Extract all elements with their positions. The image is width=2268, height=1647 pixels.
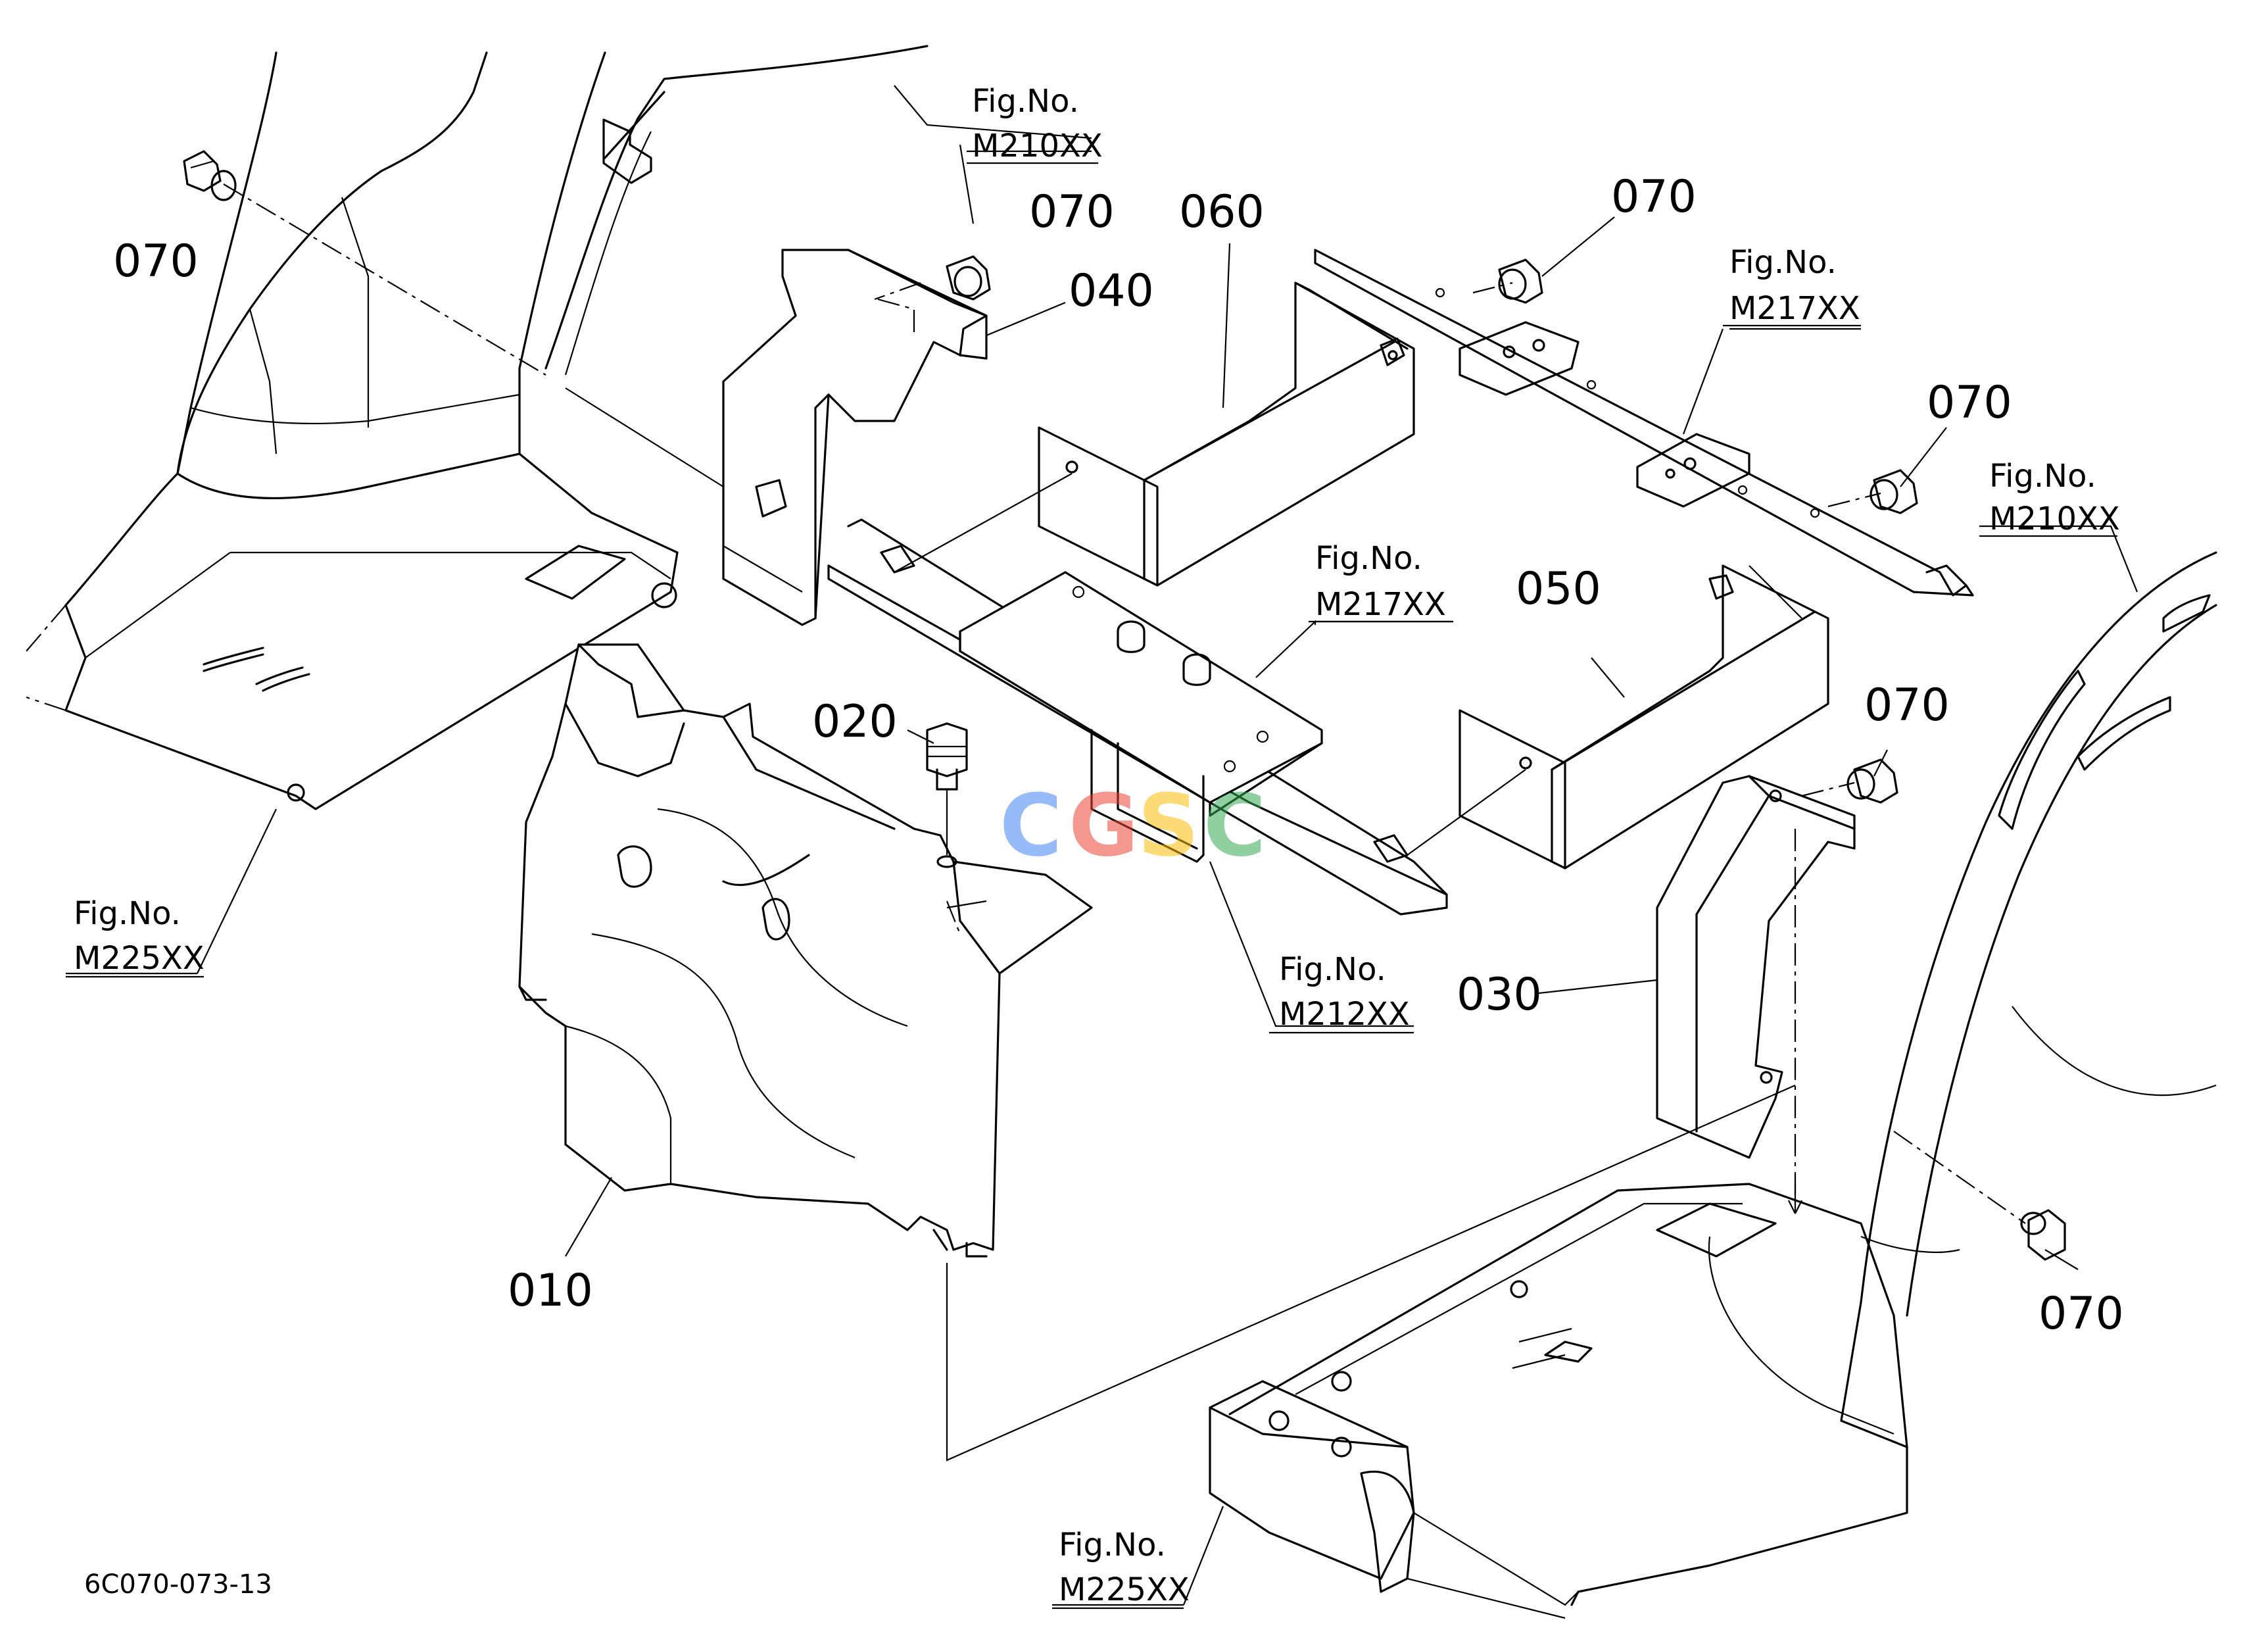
drawing-code: 6C070-073-13 — [84, 1569, 272, 1600]
watermark-letter-4: C — [1203, 775, 1266, 875]
part-number-labels: 070 070 070 070 070 070 060 040 050 020 … — [113, 171, 2124, 1340]
left-fender — [176, 45, 929, 500]
label-030: 030 — [1457, 969, 1542, 1021]
label-040: 040 — [1069, 265, 1154, 317]
label-070-e: 070 — [1864, 679, 1950, 731]
watermark-letter-3: S — [1138, 775, 1199, 875]
figref-m217-center-line2: M217XX — [1315, 586, 1446, 623]
right-fender — [1840, 551, 2217, 1448]
assembly-centerlines — [223, 184, 2026, 1224]
left-floor-plate — [26, 453, 679, 810]
label-070-a: 070 — [113, 235, 199, 287]
part-050-tray — [1459, 564, 1829, 870]
bolt-070-c — [1498, 258, 1543, 304]
center-plate — [827, 518, 1448, 916]
figref-m217-center-line1: Fig.No. — [1315, 540, 1422, 577]
right-floor-plate — [1209, 1183, 1908, 1619]
figref-m210-top-line1: Fig.No. — [972, 83, 1079, 120]
figure-reference-labels: Fig.No. M210XX Fig.No. M217XX Fig.No. M2… — [74, 83, 2120, 1608]
figref-m217-right-line1: Fig.No. — [1729, 244, 1837, 281]
label-020: 020 — [812, 696, 898, 748]
bolt-070-b — [946, 255, 991, 301]
figref-m212-line1: Fig.No. — [1279, 951, 1386, 988]
bolt-070-a — [183, 150, 237, 201]
label-010: 010 — [508, 1265, 593, 1317]
figref-m225-left-line1: Fig.No. — [74, 895, 181, 932]
label-070-c: 070 — [1611, 171, 1697, 223]
bolt-070-e — [1846, 758, 1898, 804]
figref-m210-right-line1: Fig.No. — [1989, 458, 2096, 495]
assembly-lines — [565, 387, 1802, 1462]
figref-m210-right-line2: M210XX — [1989, 501, 2120, 537]
figref-m217-right-line2: M217XX — [1729, 290, 1860, 327]
bolt-070-f — [2020, 1209, 2066, 1261]
fig-underlines — [66, 162, 2117, 1610]
part-010-cover — [518, 643, 1093, 1258]
figref-m212-line2: M212XX — [1279, 996, 1410, 1033]
label-060: 060 — [1179, 186, 1265, 238]
figref-m225-left-line2: M225XX — [74, 940, 205, 977]
upper-rail — [1314, 249, 1974, 597]
label-070-d: 070 — [1927, 377, 2012, 429]
figref-m210-top-line2: M210XX — [972, 128, 1103, 164]
figref-m225-bottom-line1: Fig.No. — [1059, 1527, 1166, 1563]
bolt-070-d — [1870, 469, 1918, 514]
part-030-bracket — [1656, 775, 1856, 1214]
watermark-letter-1: C — [1000, 775, 1062, 875]
part-060-tray — [1038, 282, 1415, 587]
part-040-bracket — [722, 249, 988, 626]
watermark: C G S C — [1000, 775, 1266, 875]
watermark-letter-2: G — [1069, 775, 1139, 875]
label-070-f: 070 — [2039, 1288, 2124, 1340]
label-050: 050 — [1516, 563, 1601, 615]
bolt-020 — [926, 722, 968, 868]
label-070-b: 070 — [1029, 186, 1115, 238]
figref-m225-bottom-line2: M225XX — [1059, 1571, 1190, 1608]
